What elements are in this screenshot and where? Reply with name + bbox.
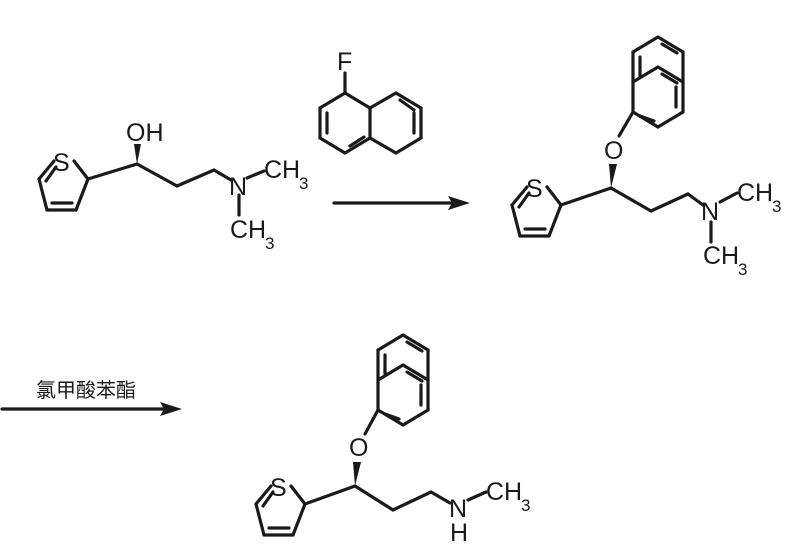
aryl-ether-bond (617, 110, 635, 138)
naphthalene-ring (318, 71, 423, 155)
propyl-chain-1 (86, 162, 266, 217)
reaction-arrow-2 (0, 402, 182, 416)
aryl-ether-bond (363, 408, 380, 436)
sulfur-atom-label: S (270, 474, 287, 502)
hydroxyl-label: OH (126, 119, 164, 147)
amine-nitrogen-label: N (449, 495, 467, 523)
svg-text:CH: CH (264, 156, 300, 184)
thiophene-ring-2 (510, 185, 563, 238)
reagent-fluoronaphthalene: F (318, 48, 423, 155)
naphthyl-group (376, 333, 430, 427)
reagent-phenyl-chloroformate-label: 氯甲酸苯酯 (36, 378, 136, 402)
svg-text:CH: CH (737, 179, 773, 207)
thiophene-ring-1 (37, 159, 90, 212)
thiophene-ring-3 (254, 484, 307, 537)
svg-text:3: 3 (521, 496, 530, 515)
ether-oxygen-label: O (604, 137, 623, 165)
sulfur-atom-label: S (53, 149, 70, 177)
stereo-wedge-bond (134, 144, 141, 164)
stereo-wedge-bond (609, 164, 617, 188)
svg-text:3: 3 (738, 260, 747, 279)
molecule-alcohol-starting-material: S OH N CH 3 CH 3 (37, 119, 308, 253)
svg-text:3: 3 (299, 174, 308, 193)
nitrogen-atom-label: N (701, 198, 719, 226)
svg-text:3: 3 (265, 234, 274, 253)
molecule-duloxetine-product: S O N H (254, 333, 530, 544)
molecule-dimethylamino-naphthyl-ether: S O N (510, 35, 781, 279)
nitrogen-atom-label: N (229, 173, 247, 201)
stereo-wedge-bond (353, 462, 361, 486)
amine-hydrogen-label: H (450, 519, 468, 544)
methyl-group-lower: CH 3 (230, 216, 274, 253)
sulfur-atom-label: S (526, 175, 543, 203)
methyl-group: CH 3 (486, 478, 530, 515)
methyl-group-lower: CH 3 (703, 242, 747, 279)
svg-text:3: 3 (772, 197, 781, 216)
methyl-group-upper: CH 3 (264, 156, 308, 193)
propyl-chain-2 (559, 186, 739, 244)
reaction-arrow-1 (332, 196, 470, 210)
svg-text:CH: CH (486, 478, 522, 506)
svg-text:CH: CH (703, 242, 739, 270)
fluorine-atom-label: F (337, 48, 352, 76)
svg-text:CH: CH (230, 216, 266, 244)
propyl-chain-3 (303, 484, 488, 512)
ether-oxygen-label: O (349, 434, 368, 462)
methyl-group-upper: CH 3 (737, 179, 781, 216)
naphthyl-group (631, 35, 685, 129)
